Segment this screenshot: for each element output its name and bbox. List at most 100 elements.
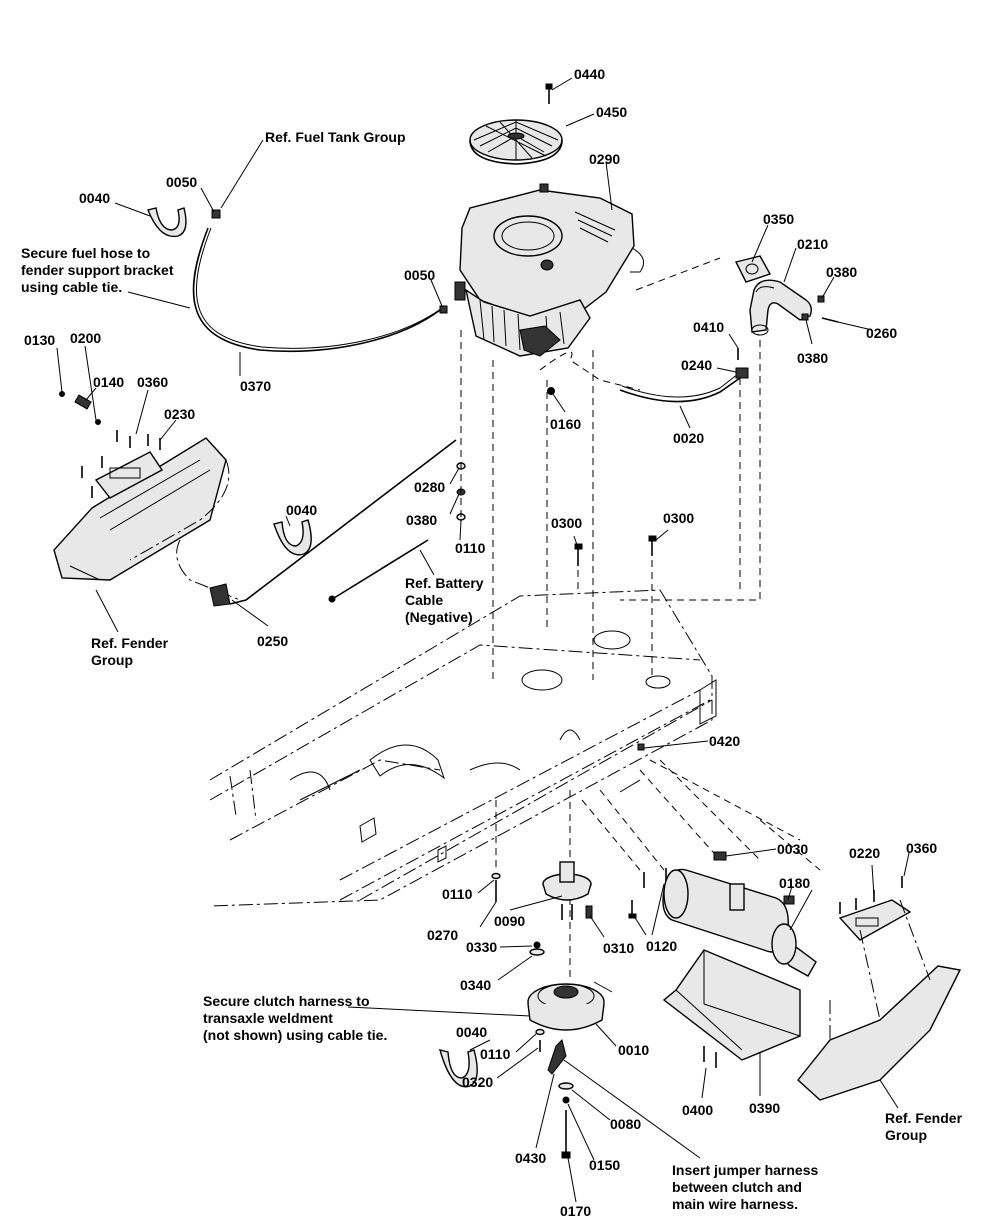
battery-cable: [333, 539, 429, 599]
washer-0150: [562, 1096, 570, 1104]
label-0450: 0450: [596, 104, 628, 120]
label-0380-b: 0380: [797, 350, 829, 366]
label-0350: 0350: [763, 211, 795, 227]
note-line: Secure fuel hose to: [21, 245, 151, 261]
clamp-0050-top: [211, 209, 221, 219]
exhaust-gasket-0350: [734, 255, 772, 283]
pulley-0090: [542, 861, 592, 920]
note-line: Insert jumper harness: [672, 1162, 819, 1178]
cable-tie-0040-bottom: [438, 1049, 478, 1088]
label-0090: 0090: [494, 913, 526, 929]
label-0430: 0430: [515, 1150, 547, 1166]
label-0140: 0140: [93, 374, 125, 390]
label-0380-a: 0380: [826, 264, 858, 280]
bolts-0400: [703, 1046, 717, 1068]
label-0150: 0150: [589, 1157, 621, 1173]
note-line: Cable: [405, 592, 444, 608]
jumper-harness-0430: [547, 1039, 567, 1075]
bolt-0440: [545, 83, 553, 104]
label-0080: 0080: [610, 1116, 642, 1132]
note-ref-fender-group-left: Ref. Fender Group: [91, 635, 168, 669]
label-0240: 0240: [681, 357, 713, 373]
label-0110-a: 0110: [455, 540, 486, 556]
washer-0110-c: [535, 1028, 545, 1036]
label-0130: 0130: [24, 332, 56, 348]
part-0130: [59, 391, 65, 397]
nut-0330: [533, 941, 541, 949]
fuel-line-0020: [619, 377, 741, 403]
label-0250: 0250: [257, 633, 289, 649]
label-0220: 0220: [849, 845, 881, 861]
note-ref-battery-cable: Ref. Battery Cable (Negative): [405, 575, 484, 626]
label-0180: 0180: [779, 875, 811, 891]
label-0290: 0290: [589, 151, 621, 167]
cable-tie-0040-mid: [273, 519, 312, 556]
note-line: Group: [91, 652, 133, 668]
label-0380-c: 0380: [406, 512, 438, 528]
label-0300-a: 0300: [551, 515, 583, 531]
exhaust-pipe-0210: [749, 279, 813, 336]
screws-0360-left: [81, 430, 161, 498]
label-0440: 0440: [574, 66, 606, 82]
note-line: Group: [885, 1127, 927, 1143]
part-0200: [95, 419, 101, 425]
label-0310: 0310: [603, 940, 635, 956]
bolt-0170: [561, 1110, 571, 1159]
label-0170: 0170: [560, 1203, 592, 1219]
fender-outline-left: [129, 459, 241, 601]
label-0330: 0330: [466, 939, 498, 955]
label-0160: 0160: [550, 416, 582, 432]
plug-0160: [547, 387, 555, 395]
engine-0290: [454, 183, 645, 357]
washer-0110-b: [491, 872, 501, 880]
lower-mounting-lines: [495, 759, 821, 980]
label-0030: 0030: [777, 841, 809, 857]
fuel-hose-0370: [192, 227, 441, 353]
note-ref-fender-group-right: Ref. Fender Group: [885, 1110, 962, 1144]
label-0340: 0340: [460, 977, 492, 993]
note-line: Ref. Fuel Tank Group: [265, 129, 406, 145]
label-0040-top: 0040: [79, 190, 111, 206]
mounting-lines: [460, 257, 761, 680]
note-line: Ref. Fender: [885, 1110, 963, 1126]
clamp-0050-mid: [439, 305, 448, 314]
note-line: (not shown) using cable tie.: [203, 1027, 388, 1043]
fender-right: [797, 899, 962, 1101]
gasket-0180: [771, 923, 797, 965]
note-line: between clutch and: [672, 1179, 802, 1195]
label-0050-mid: 0050: [404, 267, 436, 283]
label-0320: 0320: [462, 1074, 494, 1090]
label-0010: 0010: [618, 1042, 650, 1058]
note-line: Ref. Fender: [91, 635, 169, 651]
washer-0080: [558, 1082, 574, 1090]
label-0210: 0210: [797, 236, 829, 252]
clip-0140: [74, 394, 92, 410]
key-0310: [585, 905, 593, 919]
heat-shield-0390: [662, 949, 801, 1061]
cable-tie-0040-top: [147, 207, 187, 238]
label-0360-left: 0360: [137, 374, 169, 390]
label-0120: 0120: [646, 938, 678, 954]
clutch-0010: [527, 981, 613, 1031]
note-line: Secure clutch harness to: [203, 993, 370, 1009]
fender-bracket-0230: [53, 437, 227, 581]
label-0370: 0370: [240, 378, 272, 394]
label-0020: 0020: [673, 430, 705, 446]
label-0040-mid: 0040: [286, 502, 318, 518]
note-line: main wire harness.: [672, 1196, 799, 1212]
note-line: (Negative): [405, 609, 473, 625]
label-0300-b: 0300: [663, 510, 695, 526]
washer-0340: [529, 948, 545, 956]
label-0040-bottom: 0040: [456, 1024, 488, 1040]
label-0360-right: 0360: [906, 840, 938, 856]
label-0110-c: 0110: [480, 1046, 511, 1062]
label-0420: 0420: [709, 733, 741, 749]
cable-end-0250: [209, 583, 231, 607]
label-0400: 0400: [682, 1102, 714, 1118]
label-0050-top: 0050: [166, 174, 198, 190]
note-line: using cable tie.: [21, 279, 123, 295]
label-0260: 0260: [866, 325, 898, 341]
nut-0380-a: [817, 295, 825, 303]
nut-0380-b: [801, 313, 809, 321]
